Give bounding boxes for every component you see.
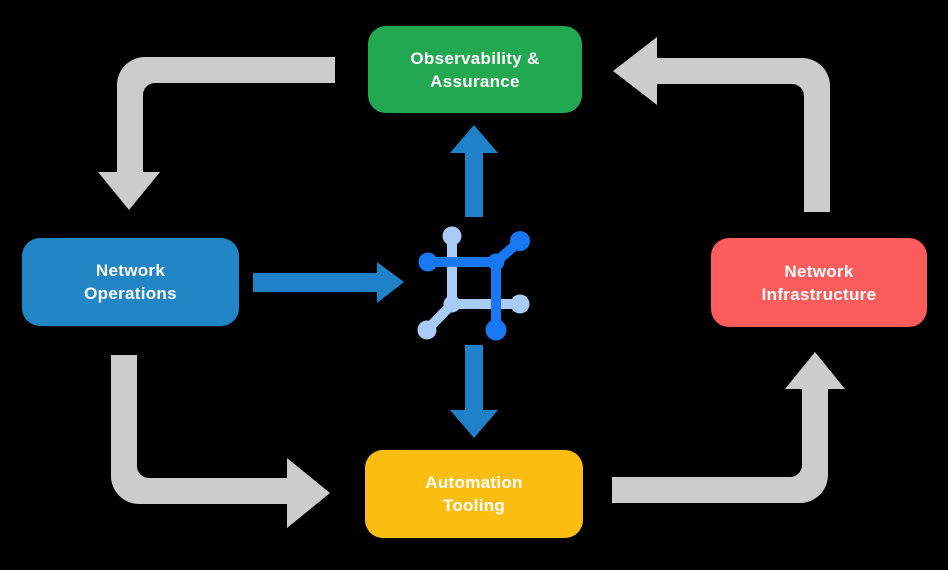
arrow-observability-to-operations: [98, 57, 335, 210]
network-automation-icon: [417, 226, 530, 341]
blue-flow-arrows: [253, 125, 498, 438]
arrow-center-to-observability: [450, 125, 498, 217]
node-label-line: Infrastructure: [761, 284, 877, 304]
node-label-line: Tooling: [442, 496, 506, 515]
arrow-operations-to-automation: [111, 355, 330, 528]
arrow-infrastructure-to-observability: [613, 37, 830, 212]
icon-light-nodes: [417, 226, 530, 340]
node-network-operations: Network Operations: [22, 238, 239, 326]
node-observability-assurance: Observability & Assurance: [368, 26, 582, 113]
node-automation-tooling: Automation Tooling: [365, 450, 583, 538]
gray-flow-arrows: [98, 37, 845, 528]
node-label-line: Operations: [84, 284, 177, 303]
arrow-center-to-automation: [450, 345, 498, 438]
arrowhead-right-icon: [287, 458, 330, 528]
arrow-operations-to-center: [253, 262, 404, 303]
arrowhead-left-icon: [613, 37, 657, 105]
arrow-automation-to-infrastructure: [612, 352, 845, 503]
node-label-line: Observability &: [410, 48, 540, 68]
node-label-line: Automation: [425, 473, 523, 492]
arrowhead-up-icon: [785, 352, 845, 389]
node-label-line: Network: [95, 261, 166, 280]
node-label-line: Network: [784, 261, 854, 281]
node-network-infrastructure: Network Infrastructure: [711, 238, 927, 327]
icon-dark-nodes: [418, 231, 530, 341]
node-label-line: Assurance: [430, 71, 520, 91]
arrowhead-down-icon: [98, 172, 160, 210]
